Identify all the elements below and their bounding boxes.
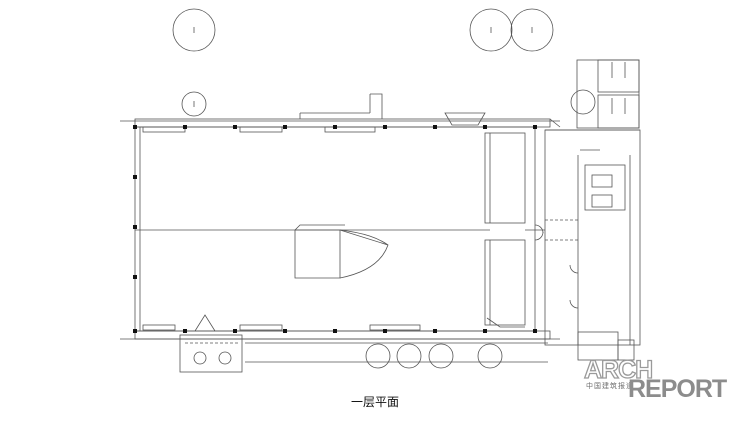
columns: [133, 125, 537, 333]
service-wing: [544, 59, 641, 361]
logo-line-2: REPORT: [628, 375, 727, 403]
south-wall: [120, 324, 560, 363]
trees-bottom: [365, 343, 503, 369]
main-hall: [134, 126, 545, 332]
entrance-porch: [179, 314, 243, 373]
central-object: [294, 224, 389, 279]
plan-caption: 一层平面: [350, 395, 399, 409]
logo-subtitle: 中国建筑报道: [586, 383, 634, 390]
trees-top: [172, 8, 554, 117]
logo-line-1: ARCH: [583, 355, 654, 384]
arch-report-logo: ARCH 中国建筑报道 REPORT: [582, 355, 742, 406]
